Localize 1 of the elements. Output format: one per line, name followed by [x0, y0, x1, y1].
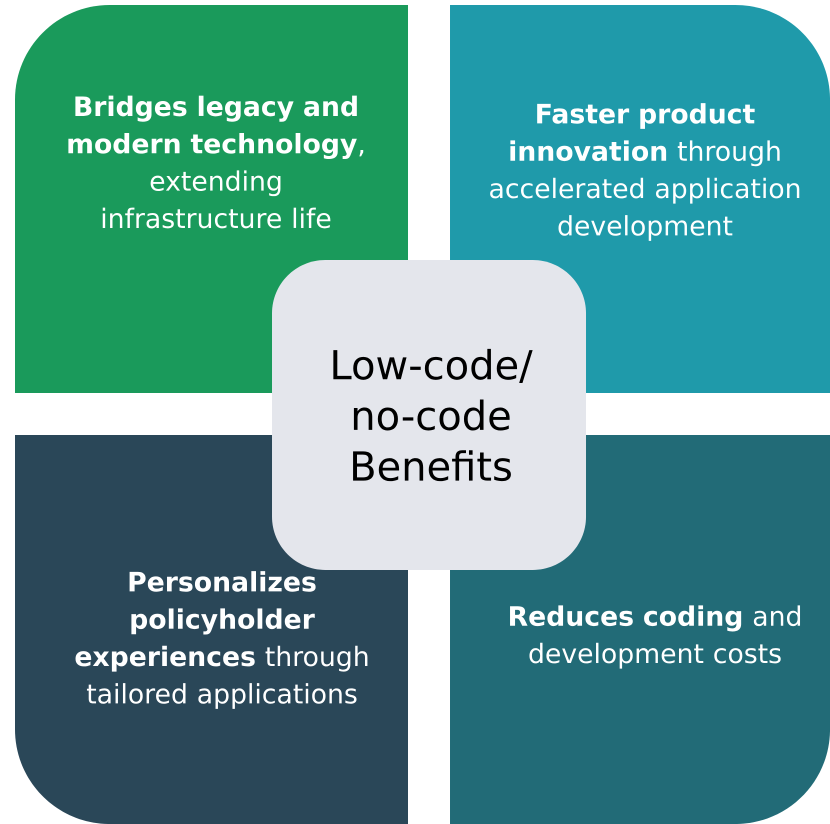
center-box: Low-code/ no-code Benefits: [272, 260, 586, 570]
